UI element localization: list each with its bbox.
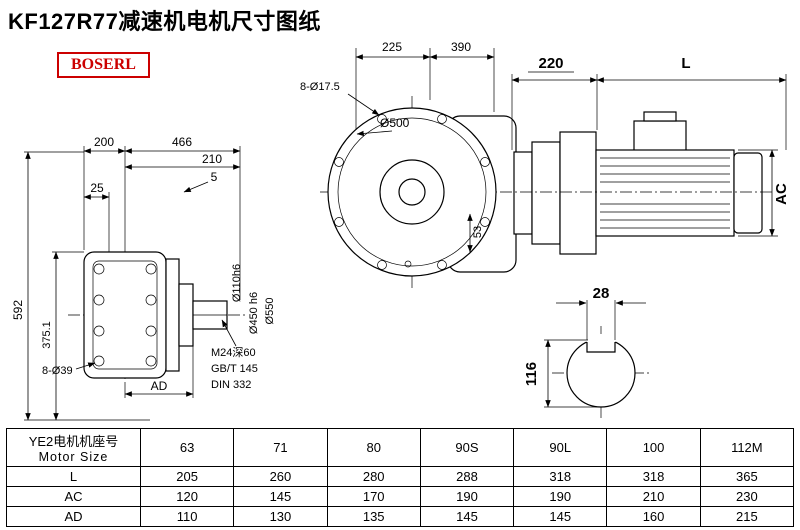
cell: 120	[139, 486, 235, 507]
dim-25: 25	[90, 181, 104, 195]
note-m24: M24深60	[211, 346, 256, 359]
output-hub	[178, 283, 194, 347]
row-label: AD	[6, 506, 141, 527]
header-motor-size-cn: YE2电机机座号	[28, 434, 119, 449]
size-col: 90S	[419, 428, 515, 467]
size-col: 112M	[699, 428, 795, 467]
fan-cover	[733, 152, 763, 234]
size-col: 71	[233, 428, 328, 467]
callout-8xd39: 8-Ø39	[42, 365, 73, 377]
cell: 365	[699, 466, 795, 487]
flange-bolt-holes	[334, 114, 490, 270]
cell: 260	[233, 466, 328, 487]
header-motor-size-en: Motor Size	[38, 450, 109, 464]
size-col: 100	[606, 428, 701, 467]
dim-225: 225	[382, 40, 402, 54]
mounting-bolt-holes	[93, 263, 157, 367]
cell: 110	[139, 506, 235, 527]
cell: 190	[513, 486, 608, 507]
dim-AD: AD	[151, 379, 168, 393]
brand-logo: BOSERL	[57, 52, 150, 78]
dim-53: 53	[472, 226, 484, 238]
dim-592: 592	[11, 300, 25, 320]
cell: 230	[699, 486, 795, 507]
motor-body	[595, 149, 735, 237]
motor-fins	[600, 157, 730, 229]
cell: 215	[699, 506, 795, 527]
cell: 145	[233, 486, 328, 507]
cell: 130	[233, 506, 328, 527]
center-view: 8-Ø17.5 Ø500 225 390 220 L AC 53	[300, 40, 790, 290]
callout-8xd17: 8-Ø17.5	[300, 81, 340, 93]
cell: 135	[326, 506, 421, 527]
terminal-box	[633, 120, 687, 153]
cell: 318	[513, 466, 608, 487]
dim-28: 28	[593, 285, 610, 302]
cell: 160	[606, 506, 701, 527]
cell: 170	[326, 486, 421, 507]
dim-375: 375.1	[41, 321, 53, 349]
note-gbt: GB/T 145	[211, 363, 258, 375]
table-row-AD: AD 110 130 135 145 145 160 215	[6, 506, 795, 527]
dim-5: 5	[211, 170, 218, 184]
motor-dimension-table: YE2电机机座号 Motor Size 63 71 80 90S 90L 100…	[6, 428, 795, 527]
cell: 210	[606, 486, 701, 507]
dia-450: Ø450 h6	[248, 292, 260, 334]
dim-390: 390	[451, 40, 471, 54]
cell: 205	[139, 466, 235, 487]
table-row-L: L 205 260 280 288 318 318 365	[6, 466, 795, 487]
cell: 190	[419, 486, 515, 507]
table-header-row: YE2电机机座号 Motor Size 63 71 80 90S 90L 100…	[6, 428, 795, 467]
gearbox-housing-front	[83, 251, 167, 379]
dim-AC: AC	[773, 183, 790, 205]
note-din: DIN 332	[211, 379, 251, 391]
cell: 145	[513, 506, 608, 527]
row-label: L	[6, 466, 141, 487]
dia-550: Ø550	[264, 298, 276, 325]
cell: 280	[326, 466, 421, 487]
dim-210: 210	[202, 152, 222, 166]
page-title: KF127R77减速机电机尺寸图纸	[8, 9, 321, 34]
keyway	[586, 342, 616, 353]
shaft-circle	[566, 338, 636, 408]
output-flange	[165, 258, 180, 372]
adapter-ring	[513, 151, 533, 235]
technical-drawing: 200 466 210 5 25 592 375.1 8-Ø39 AD Ø110…	[11, 40, 790, 421]
table-row-AC: AC 120 145 170 190 190 210 230	[6, 486, 795, 507]
motor-flange	[559, 131, 597, 255]
row-label: AC	[6, 486, 141, 507]
dia-110: Ø110h6	[231, 264, 243, 302]
dia-500: Ø500	[380, 116, 410, 130]
dim-L: L	[681, 55, 690, 72]
shaft-section: 28 116	[523, 285, 650, 421]
dim-116: 116	[523, 362, 540, 386]
size-col: 90L	[513, 428, 608, 467]
size-col: 80	[326, 428, 421, 467]
dim-200: 200	[94, 135, 114, 149]
cell: 318	[606, 466, 701, 487]
cell: 145	[419, 506, 515, 527]
dim-220: 220	[538, 55, 563, 72]
dim-466: 466	[172, 135, 192, 149]
size-col: 63	[139, 428, 235, 467]
adapter-bell	[531, 141, 561, 245]
left-view: 200 466 210 5 25 592 375.1 8-Ø39 AD Ø110…	[11, 135, 276, 421]
header-motor-size: YE2电机机座号 Motor Size	[6, 428, 141, 467]
input-flange-circle	[327, 107, 497, 277]
cell: 288	[419, 466, 515, 487]
